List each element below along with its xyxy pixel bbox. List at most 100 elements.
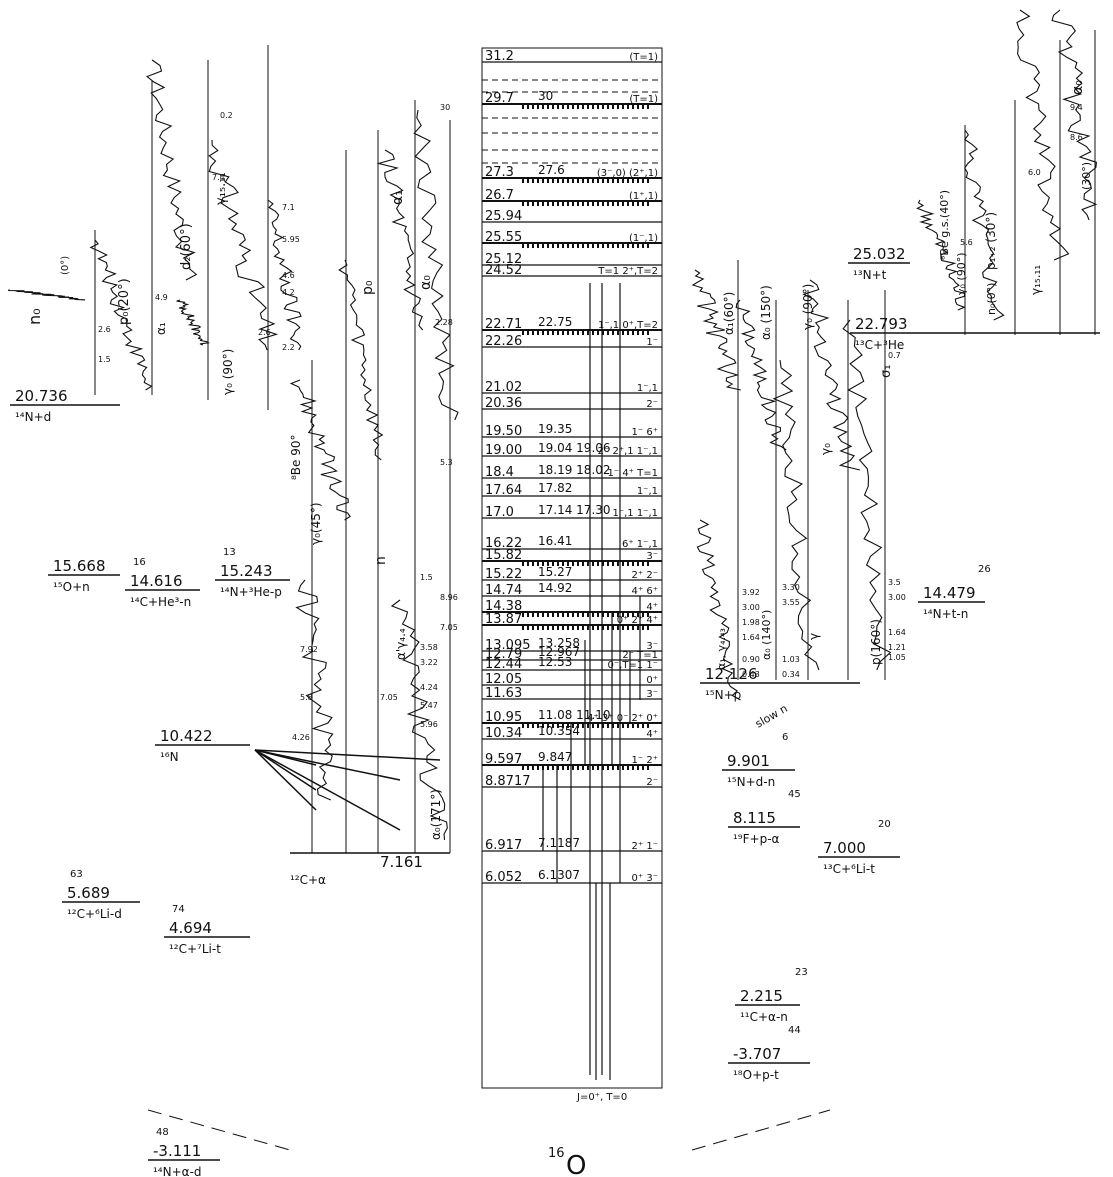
level-energy-secondary: 17.82 bbox=[538, 481, 572, 495]
curve-label: (30°) bbox=[1080, 162, 1093, 190]
curve-label: n bbox=[373, 556, 389, 565]
level-energy: 21.02 bbox=[485, 380, 522, 395]
threshold-ref: 63 bbox=[70, 869, 83, 880]
curve-label: α'γ₄.₄ bbox=[394, 628, 408, 660]
threshold-energy: 7.000 bbox=[823, 839, 866, 857]
level-energy-secondary: 7.1187 bbox=[538, 836, 580, 850]
threshold-ref: 20 bbox=[878, 819, 891, 830]
tick-label: 4.9 bbox=[155, 293, 168, 302]
level-energy-secondary: 15.27 bbox=[538, 565, 572, 579]
level-energy: 18.4 bbox=[485, 465, 514, 480]
level-energy: 24.52 bbox=[485, 263, 522, 278]
curve-label: α₀ (150°) bbox=[759, 285, 773, 340]
threshold-channel: ¹⁴N+³He-p bbox=[220, 585, 282, 599]
curve-label: p(160°) bbox=[869, 619, 883, 665]
level-spin: 1⁻ bbox=[646, 337, 658, 348]
level-spin: 4⁺ 3⁺ 0⁻ 2⁺ 0⁺ bbox=[587, 713, 658, 724]
tick-label: 3.5 bbox=[888, 578, 901, 587]
level-spin: 2⁻ bbox=[646, 777, 658, 788]
level-energy: 19.00 bbox=[485, 443, 522, 458]
level-energy: 19.50 bbox=[485, 424, 522, 439]
tick-label: 1.21 bbox=[888, 643, 906, 652]
level-spin: 1⁻,1 bbox=[637, 486, 658, 497]
level-energy: 12.44 bbox=[485, 657, 522, 672]
threshold-ref: 48 bbox=[156, 1127, 169, 1138]
tick-label: 3.58 bbox=[420, 643, 438, 652]
threshold-energy: -3.707 bbox=[733, 1045, 781, 1063]
threshold-ref: 6 bbox=[782, 732, 788, 743]
threshold-ref: 16 bbox=[133, 557, 146, 568]
level-spin: 2⁺ 2⁻ bbox=[632, 570, 658, 581]
threshold-channel: ¹⁶N bbox=[160, 750, 179, 764]
threshold-energy: 15.243 bbox=[220, 562, 273, 580]
level-spin: (T=1) bbox=[629, 94, 658, 105]
level-spin: 1⁻ 2⁺ bbox=[632, 755, 658, 766]
level-energy-secondary: 10.354 bbox=[538, 724, 580, 738]
curve-label: γ₀(45°) bbox=[309, 502, 323, 545]
level-spin: 0⁻,T=1 1⁻ bbox=[608, 660, 659, 671]
level-spin: 1⁻,1 0⁺,T=2 bbox=[598, 320, 658, 331]
level-energy: 31.2 bbox=[485, 49, 514, 64]
level-energy: 22.71 bbox=[485, 317, 522, 332]
level-energy-secondary: 19.35 bbox=[538, 422, 572, 436]
curve-label: γ₀ (90°) bbox=[955, 253, 968, 296]
curve-label: α₁(60°) bbox=[722, 292, 736, 335]
ground-state-label: J=0⁺, T=0 bbox=[576, 1092, 627, 1103]
level-energy: 17.0 bbox=[485, 505, 514, 520]
tick-label: 3.92 bbox=[742, 588, 760, 597]
tick-label: 3.22 bbox=[420, 658, 438, 667]
threshold-channel: ¹⁴N+α-d bbox=[153, 1165, 202, 1177]
tick-label: 2.6 bbox=[258, 328, 271, 337]
threshold-energy: 15.668 bbox=[53, 557, 106, 575]
level-spin: (1⁻,1) bbox=[629, 233, 658, 244]
level-energy-secondary: 16.41 bbox=[538, 534, 572, 548]
level-spin: 0⁺ 3⁻ bbox=[632, 873, 658, 884]
threshold-energy: 10.422 bbox=[160, 727, 213, 745]
tick-label: 7.05 bbox=[380, 693, 398, 702]
level-spin: 0⁺ 2⁺ 4⁺ bbox=[617, 615, 658, 626]
curve-label: n₀ bbox=[25, 308, 44, 325]
threshold-channel: ¹³C+³He bbox=[855, 338, 904, 352]
threshold-ref: 44 bbox=[788, 1025, 801, 1036]
threshold-ref: 45 bbox=[788, 789, 801, 800]
curve-label: α₁, γ₄.₄₃ bbox=[715, 628, 728, 670]
level-energy: 20.36 bbox=[485, 396, 522, 411]
level-spin: 2⁻ 2⁺,1 1⁻,1 bbox=[598, 446, 658, 457]
curve-label: α₀ (140°) bbox=[760, 610, 773, 660]
threshold-channel: ¹⁴N+d bbox=[15, 410, 51, 424]
tick-label: 1.5 bbox=[98, 355, 111, 364]
threshold-ref: 74 bbox=[172, 904, 185, 915]
threshold-energy: -3.111 bbox=[153, 1142, 201, 1160]
level-spin: (3⁻,0) (2⁺,1) bbox=[597, 168, 658, 179]
threshold-energy: 4.694 bbox=[169, 919, 212, 937]
threshold-channel: ¹³C+⁶Li-t bbox=[823, 862, 875, 876]
level-energy: 6.052 bbox=[485, 870, 522, 885]
tick-label: 6.0 bbox=[1028, 168, 1041, 177]
level-spin: T=1 2⁺,T=2 bbox=[597, 266, 658, 277]
threshold-channel: ¹⁵N+p bbox=[705, 688, 741, 702]
level-energy-secondary: 12.53 bbox=[538, 655, 572, 669]
tick-label: 1.03 bbox=[782, 655, 800, 664]
level-energy-secondary: 30 bbox=[538, 89, 553, 103]
excitation-curve bbox=[209, 140, 276, 350]
curve-label: γ bbox=[807, 633, 821, 640]
tick-label: 1.64 bbox=[742, 633, 760, 642]
level-energy: 8.8717 bbox=[485, 774, 531, 789]
level-energy: 6.917 bbox=[485, 838, 522, 853]
tick-label: 3.30 bbox=[782, 583, 800, 592]
level-energy-secondary: 27.6 bbox=[538, 163, 565, 177]
threshold-channel: ¹⁴C+He³-n bbox=[130, 595, 191, 609]
level-energy-secondary: 14.92 bbox=[538, 581, 572, 595]
tick-label: 0.7 bbox=[888, 351, 901, 360]
curve-label: α₀(171°) bbox=[429, 789, 443, 840]
alpha-energy: 7.161 bbox=[380, 853, 423, 871]
tick-label: 7.4 bbox=[212, 173, 225, 182]
alpha-channel: ¹²C+α bbox=[290, 873, 326, 887]
threshold-channel: ¹⁴N+t-n bbox=[923, 607, 968, 621]
level-energy-secondary: 22.75 bbox=[538, 315, 572, 329]
level-spin: 0⁺ bbox=[646, 675, 658, 686]
level-spin: 1⁻ 4⁺ T=1 bbox=[608, 468, 659, 479]
tick-label: 3.00 bbox=[742, 603, 760, 612]
level-energy: 27.3 bbox=[485, 165, 514, 180]
guide-dash bbox=[692, 1110, 830, 1150]
